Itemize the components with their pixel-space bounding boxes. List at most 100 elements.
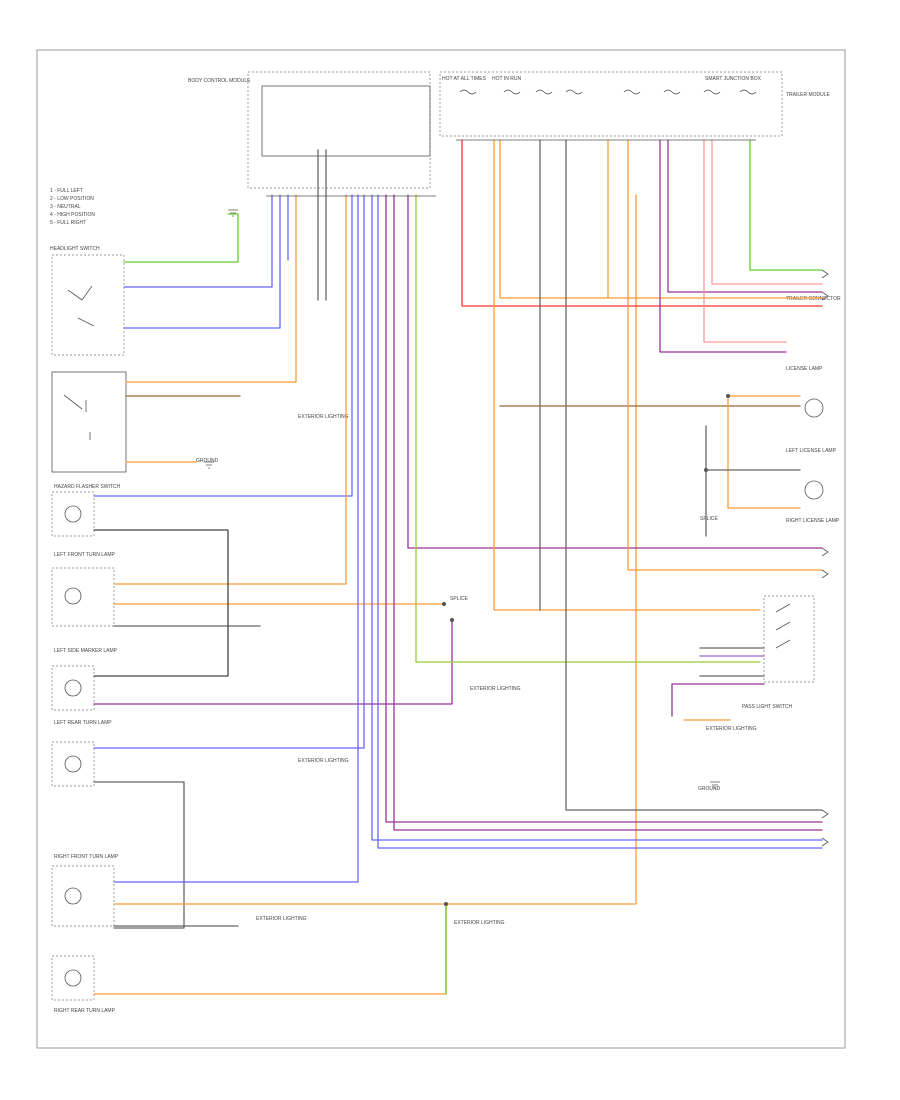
lamp-symbol-6	[64, 969, 82, 987]
left-front-turn-box	[51, 567, 115, 627]
body-control-module-box	[247, 71, 431, 189]
connector-ticks	[266, 139, 756, 197]
wire-green-top	[123, 213, 239, 263]
wire-yellowgreen	[415, 194, 761, 663]
fuse-row	[459, 89, 757, 95]
hot-in-run-label: HOT IN RUN	[492, 76, 521, 82]
terminal-6	[821, 837, 829, 847]
wire-orange-license-2	[727, 395, 801, 509]
headlight-switch-legend-5: 5 - FULL RIGHT	[50, 220, 86, 226]
wire-orange-fuse-4	[627, 139, 823, 571]
wire-blue-1	[123, 194, 273, 288]
diagram-frame	[36, 49, 846, 1049]
smart-junction-label: SMART JUNCTION BOX	[705, 76, 762, 82]
terminal-3	[821, 547, 829, 557]
pass-light-switch-label: PASS LIGHT SWITCH	[742, 704, 792, 710]
wire-dark-lft	[93, 529, 229, 677]
wire-blue-long-1	[371, 194, 823, 841]
splice-label-1: SPLICE	[450, 596, 468, 602]
wire-blue-2	[123, 194, 281, 329]
left-rear-turn-box	[51, 665, 95, 711]
fuse-symbol-8	[739, 89, 757, 95]
lamp-symbols	[64, 398, 824, 987]
pass-light-switch-symbol	[775, 603, 791, 649]
left-side-lamp-label: LEFT SIDE MARKER LAMP	[54, 648, 118, 654]
wire-purple-right-2	[667, 139, 823, 293]
wire-orange-rft	[113, 194, 637, 905]
wire-blue-stop	[93, 194, 365, 749]
right-top-label: TRAILER MODULE	[786, 92, 831, 98]
terminal-4	[821, 569, 829, 579]
lamp-symbol-4	[64, 755, 82, 773]
left-license-label: LEFT LICENSE LAMP	[786, 448, 837, 454]
hazard-switch-label: HAZARD FLASHER SWITCH	[54, 484, 121, 490]
wire-purple-mid	[407, 194, 823, 549]
note-2: EXTERIOR LIGHTING	[470, 686, 521, 692]
splice-dot-4	[444, 902, 448, 906]
license-lamp-left-symbol	[804, 398, 824, 418]
left-rear-turn-label: LEFT REAR TURN LAMP	[54, 720, 112, 726]
terminal-1	[821, 269, 829, 279]
right-edge-terminals	[821, 269, 829, 847]
relay-box	[51, 371, 127, 473]
smart-junction-box	[439, 71, 783, 137]
terminal-2	[821, 291, 829, 301]
terminal-5	[821, 809, 829, 819]
note-1: EXTERIOR LIGHTING	[298, 414, 349, 420]
headlight-switch-title: HEADLIGHT SWITCH	[50, 246, 100, 252]
right-license-label: RIGHT LICENSE LAMP	[786, 518, 840, 524]
lamp-symbol-1	[64, 505, 82, 523]
fuse-symbol-4	[565, 89, 583, 95]
wire-pink-2	[711, 139, 823, 285]
headlight-switch-legend-1: 1 - FULL LEFT	[50, 188, 83, 194]
ground-label-2: GROUND	[196, 458, 219, 464]
note-4: EXTERIOR LIGHTING	[454, 920, 505, 926]
splice-label-2: SPLICE	[700, 516, 718, 522]
wire-orange-fuse-1	[493, 139, 761, 611]
relay-symbol	[63, 394, 91, 440]
right-rear-turn-label: RIGHT REAR TURN LAMP	[54, 1008, 116, 1014]
fuse-symbol-7	[703, 89, 721, 95]
wire-orange-relay	[125, 194, 297, 383]
ground-symbols	[204, 209, 720, 789]
right-rear-turn-box	[51, 955, 95, 1001]
splice-dot-2	[450, 618, 454, 622]
wire-orange-fuse-2	[499, 139, 823, 299]
wire-gray-license	[705, 425, 801, 537]
fuse-symbol-2	[503, 89, 521, 95]
top-left-legend: BODY CONTROL MODULE	[188, 78, 251, 84]
lamp-symbol-3	[64, 679, 82, 697]
splice-dot-3	[704, 468, 708, 472]
hazard-switch-box	[51, 491, 95, 537]
headlight-switch-legend-2: 2 - LOW POSITION	[50, 196, 94, 202]
ground-label-1: GROUND	[698, 786, 721, 792]
trailer-connector-label: TRAILER CONNECTOR	[786, 296, 841, 302]
body-control-module-inner	[261, 85, 431, 157]
wire-purple-long-2	[393, 194, 823, 831]
headlight-switch-legend-3: 3 - NEUTRAL	[50, 204, 81, 210]
wire-green-right	[749, 139, 823, 271]
wire-pink-1	[703, 139, 787, 343]
left-stop-box	[51, 741, 95, 787]
headlight-switch-legend-4: 4 - HIGH POSITION	[50, 212, 95, 218]
note-5: EXTERIOR LIGHTING	[706, 726, 757, 732]
wires	[93, 139, 823, 995]
ground-symbol-2	[710, 781, 720, 789]
ground-symbol-1	[204, 461, 214, 469]
left-front-turn-label: LEFT FRONT TURN LAMP	[54, 552, 116, 558]
splice-dot-5	[726, 394, 730, 398]
hot-at-all-times-label: HOT AT ALL TIMES	[442, 76, 487, 82]
right-front-turn-box	[51, 865, 115, 927]
lamp-symbol-2	[64, 587, 82, 605]
wire-red-top	[461, 139, 823, 307]
splice-dots	[442, 394, 730, 906]
right-front-turn-label: RIGHT FRONT TURN LAMP	[54, 854, 119, 860]
wire-blue-rft	[113, 194, 359, 883]
wire-purple-lrt	[93, 619, 453, 705]
wire-purple-long-1	[385, 194, 823, 823]
lamp-symbol-5	[64, 887, 82, 905]
wire-gray-fuse-2	[565, 139, 823, 811]
ground-symbol-3	[228, 209, 238, 217]
wire-orange-lft	[113, 194, 347, 585]
